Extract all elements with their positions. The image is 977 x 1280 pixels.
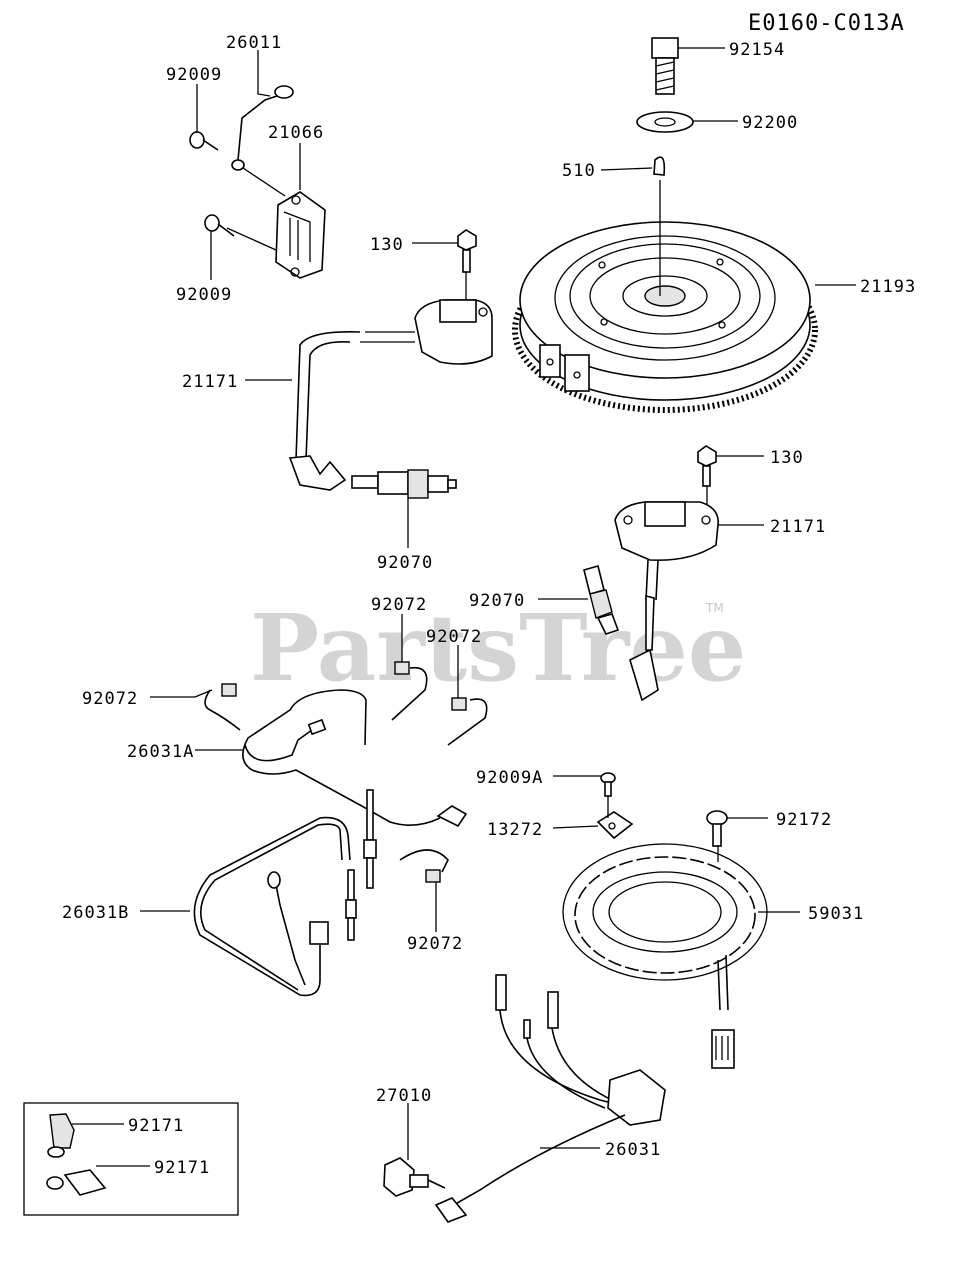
label-26031A: 26031A [127,742,194,762]
label-21171-left: 21171 [182,372,238,392]
label-92070-left: 92070 [377,553,433,573]
trademark: TM [705,601,724,615]
label-92200: 92200 [742,113,798,133]
clamp-92072-a[interactable] [204,683,241,731]
washer-92200[interactable] [636,111,694,133]
screw-92009-top[interactable] [189,131,219,151]
label-92072-b: 92072 [426,627,482,647]
label-92072-a: 92072 [371,595,427,615]
label-27010: 27010 [376,1086,432,1106]
wire-harness-26031[interactable] [434,974,666,1223]
wire-harness-26031B[interactable] [193,816,357,997]
label-92154: 92154 [729,40,785,60]
bolt-130-top[interactable] [457,229,477,273]
label-59031: 59031 [808,904,864,924]
screw-92009A[interactable] [600,772,616,797]
label-21171-right: 21171 [770,517,826,537]
label-130-right: 130 [770,448,804,468]
bolt-92154[interactable] [651,37,679,95]
label-92172: 92172 [776,810,832,830]
label-130-top: 130 [370,235,404,255]
label-92171-b: 92171 [154,1158,210,1178]
label-92009-top: 92009 [166,65,222,85]
ground-wire-26011[interactable] [231,85,294,171]
screw-92172[interactable] [706,810,728,847]
label-92070-right: 92070 [469,591,525,611]
leader-lines [72,47,856,1167]
label-510: 510 [562,161,596,181]
stator-59031[interactable] [562,843,768,1069]
oil-pressure-switch-27010[interactable] [383,1157,446,1197]
rectifier-21066[interactable] [275,191,326,279]
wire-harness-26031A[interactable] [242,689,468,889]
label-92072-c: 92072 [82,689,138,709]
flywheel-21193[interactable] [512,221,818,413]
label-92009-bottom: 92009 [176,285,232,305]
key-510[interactable] [653,156,666,176]
ignition-coil-21171-right[interactable] [614,501,719,702]
bolt-130-right[interactable] [697,445,717,487]
label-26031B: 26031B [62,903,129,923]
bracket-13272[interactable] [596,811,634,840]
screw-92009-bottom[interactable] [204,214,235,237]
label-21066: 21066 [268,123,324,143]
label-26031: 26031 [605,1140,661,1160]
watermark: PartsTree [250,594,746,702]
spark-plug-92070-right[interactable] [583,565,620,635]
clamp-92072-c[interactable] [447,697,488,746]
label-26011: 26011 [226,33,282,53]
label-21193: 21193 [860,277,916,297]
label-92072-d: 92072 [407,934,463,954]
label-92009A: 92009A [476,768,543,788]
label-92171-a: 92171 [128,1116,184,1136]
ignition-coil-21171-left[interactable] [288,299,493,491]
spark-plug-92070-left[interactable] [351,469,457,499]
terminal-cover-92171-b[interactable] [46,1169,107,1196]
inset-box [23,1102,239,1216]
label-13272: 13272 [487,820,543,840]
terminal-cover-92171-a[interactable] [47,1113,75,1158]
clamp-92072-d[interactable] [399,849,449,883]
diagram-code: E0160-C013A [748,11,905,36]
